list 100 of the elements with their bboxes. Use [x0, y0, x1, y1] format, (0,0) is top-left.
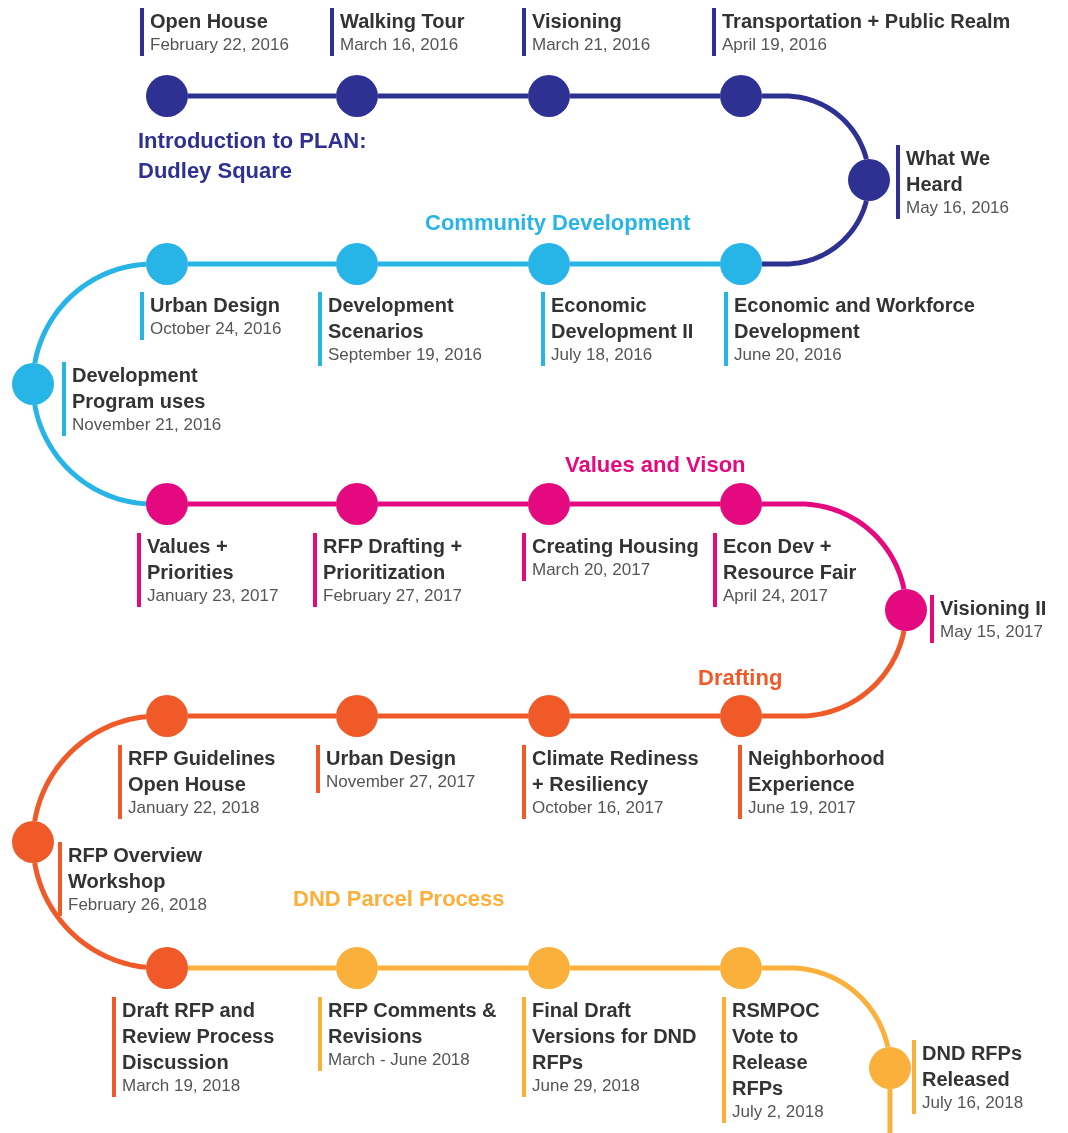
event-title: Values + Priorities [137, 533, 302, 585]
event-title: Development Scenarios [318, 292, 518, 344]
timeline-dot [336, 695, 378, 737]
timeline-dot [146, 243, 188, 285]
event-title: Creating Housing [522, 533, 702, 559]
phase-heading: Values and Vison [565, 451, 747, 479]
event-title: Draft RFP and Review Process Discussion [112, 997, 302, 1075]
timeline-connector [187, 965, 337, 971]
event-title: RFP Comments & Revisions [318, 997, 503, 1049]
timeline-dot [720, 243, 762, 285]
event-date: March - June 2018 [318, 1049, 503, 1071]
event-title: Visioning [522, 8, 702, 34]
timeline-connector [570, 93, 720, 99]
event-title: Transportation + Public Realm [712, 8, 1068, 34]
event-date: February 26, 2018 [58, 894, 218, 916]
timeline-dot [528, 483, 570, 525]
event-date: October 16, 2017 [522, 797, 702, 819]
timeline-connector [762, 501, 907, 590]
event-title: Open House [140, 8, 325, 34]
timeline-dot [336, 75, 378, 117]
event-date: July 18, 2016 [541, 344, 721, 366]
timeline-dot [720, 75, 762, 117]
timeline-connector [762, 965, 891, 1048]
event-date: April 19, 2016 [712, 34, 1068, 56]
event-title: Climate Rediness + Resiliency [522, 745, 702, 797]
event-title: Economic and Workforce Development [724, 292, 1024, 344]
timeline-connector [570, 261, 720, 267]
timeline-dot [12, 363, 54, 405]
timeline-dot [848, 159, 890, 201]
phase-heading: Community Development [425, 209, 692, 237]
timeline-connector [570, 713, 720, 719]
timeline-dot [528, 243, 570, 285]
event-title: RSMPOC Vote to Release RFPs [722, 997, 842, 1101]
event-date: June 29, 2018 [522, 1075, 702, 1097]
event-title: Economic Development II [541, 292, 721, 344]
event-date: March 16, 2016 [330, 34, 510, 56]
event-date: May 16, 2016 [896, 197, 1021, 219]
timeline-dot [528, 947, 570, 989]
event-title: Neighborhood Experience [738, 745, 913, 797]
timeline-dot [146, 695, 188, 737]
event-title: Final Draft Versions for DND RFPs [522, 997, 702, 1075]
timeline-dot [885, 589, 927, 631]
timeline-connector [570, 965, 720, 971]
event-date: February 27, 2017 [313, 585, 498, 607]
event-date: July 16, 2018 [912, 1092, 1052, 1114]
event-date: May 15, 2017 [930, 621, 1065, 643]
timeline-connector [32, 714, 147, 822]
timeline-dot [528, 75, 570, 117]
timeline-dot [12, 821, 54, 863]
event-title: RFP Drafting + Prioritization [313, 533, 498, 585]
event-title: Urban Design [316, 745, 516, 771]
timeline-connector [378, 965, 528, 971]
timeline-dot [146, 947, 188, 989]
timeline-dot [528, 695, 570, 737]
event-date: November 27, 2017 [316, 771, 516, 793]
event-date: June 20, 2016 [724, 344, 1024, 366]
phase-heading: Introduction to PLAN: Dudley Square [138, 127, 368, 185]
timeline-connector [32, 862, 147, 970]
phase-heading: DND Parcel Process [293, 885, 506, 913]
timeline-dot [146, 75, 188, 117]
timeline-connector [32, 261, 147, 364]
timeline-dot [336, 483, 378, 525]
event-title: DND RFPs Released [912, 1040, 1052, 1092]
timeline-dot [146, 483, 188, 525]
event-date: March 20, 2017 [522, 559, 702, 581]
timeline-connector [570, 501, 720, 507]
timeline-dot [720, 947, 762, 989]
timeline-dot [720, 483, 762, 525]
event-date: September 19, 2016 [318, 344, 518, 366]
timeline-connector [761, 93, 869, 160]
event-title: RFP Guidelines Open House [118, 745, 308, 797]
timeline-connector [32, 404, 147, 507]
event-date: October 24, 2016 [140, 318, 315, 340]
event-date: July 2, 2018 [722, 1101, 842, 1123]
event-title: Walking Tour [330, 8, 510, 34]
timeline-connector [378, 713, 528, 719]
event-title: Development Program uses [62, 362, 232, 414]
timeline-connector [762, 630, 907, 719]
event-date: March 21, 2016 [522, 34, 702, 56]
timeline-connector [378, 93, 528, 99]
event-date: June 19, 2017 [738, 797, 913, 819]
event-date: February 22, 2016 [140, 34, 325, 56]
event-date: March 19, 2018 [112, 1075, 302, 1097]
timeline-dot [336, 243, 378, 285]
timeline-connector [378, 501, 528, 507]
event-title: What We Heard [896, 145, 1021, 197]
timeline-connector [187, 713, 337, 719]
event-title: RFP Overview Workshop [58, 842, 218, 894]
phase-heading: Drafting [698, 664, 784, 692]
timeline-connector [187, 501, 337, 507]
event-date: November 21, 2016 [62, 414, 232, 436]
timeline-connector [887, 1087, 893, 1133]
event-title: Visioning II [930, 595, 1065, 621]
event-date: January 22, 2018 [118, 797, 308, 819]
timeline-dot [336, 947, 378, 989]
timeline-connector [187, 261, 337, 267]
timeline-connector [187, 93, 337, 99]
timeline-dot [869, 1047, 911, 1089]
timeline-connector [378, 261, 528, 267]
timeline-connector [761, 200, 869, 267]
